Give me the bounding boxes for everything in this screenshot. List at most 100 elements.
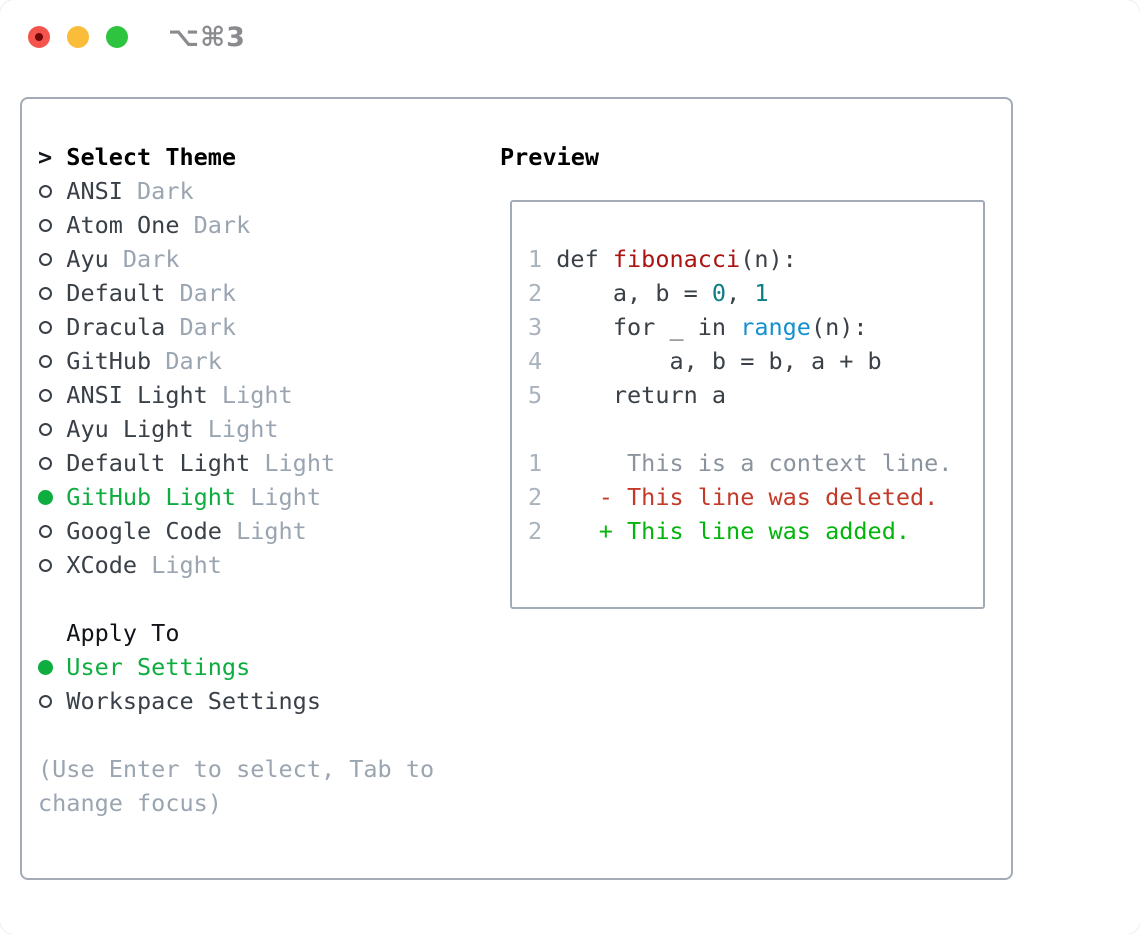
hint-text-line1: (Use Enter to select, Tab to bbox=[38, 755, 435, 783]
token-plain: return a bbox=[556, 381, 727, 409]
theme-name-label: Dracula bbox=[66, 313, 166, 341]
theme-option-ayu[interactable]: Ayu Dark bbox=[38, 242, 434, 276]
theme-option-xcode[interactable]: XCode Light bbox=[38, 548, 434, 582]
theme-variant-label: Light bbox=[137, 551, 222, 579]
radio-icon bbox=[39, 694, 52, 708]
code-line-7: 1 This is a context line. bbox=[528, 446, 952, 480]
line-number: 4 bbox=[528, 347, 543, 375]
theme-list-header: > Select Theme bbox=[38, 140, 434, 174]
apply-to-header: Apply To bbox=[38, 616, 434, 650]
apply-option-workspace-settings[interactable]: Workspace Settings bbox=[38, 684, 434, 718]
theme-variant-label: Dark bbox=[179, 211, 251, 239]
radio-icon bbox=[39, 558, 52, 572]
theme-option-default[interactable]: Default Dark bbox=[38, 276, 434, 310]
theme-variant-label: Dark bbox=[122, 177, 194, 205]
theme-option-ansi-light[interactable]: ANSI Light Light bbox=[38, 378, 434, 412]
theme-name-label: XCode bbox=[66, 551, 138, 579]
radio-icon bbox=[39, 252, 52, 266]
radio-icon bbox=[39, 218, 52, 232]
zoom-button[interactable] bbox=[106, 26, 128, 48]
code-line-9: 2 + This line was added. bbox=[528, 514, 952, 548]
token-number: 0 bbox=[711, 279, 727, 307]
token-deleted: - This line was deleted. bbox=[556, 483, 939, 511]
code-line-1: 1 def fibonacci(n): bbox=[528, 242, 952, 276]
code-line-8: 2 - This line was deleted. bbox=[528, 480, 952, 514]
radio-icon bbox=[39, 184, 52, 198]
radio-icon bbox=[39, 354, 52, 368]
theme-option-dracula[interactable]: Dracula Dark bbox=[38, 310, 434, 344]
code-line-5: 5 return a bbox=[528, 378, 952, 412]
token-plain: (n): bbox=[740, 245, 797, 273]
radio-icon bbox=[39, 422, 52, 436]
code-blank-line bbox=[528, 412, 952, 446]
radio-icon bbox=[39, 388, 52, 402]
radio-icon bbox=[39, 320, 52, 334]
apply-option-label: User Settings bbox=[66, 653, 251, 681]
token-plain: (n): bbox=[810, 313, 868, 341]
theme-option-ansi[interactable]: ANSI Dark bbox=[38, 174, 434, 208]
line-number: 1 bbox=[528, 449, 543, 477]
theme-name-label: Default bbox=[66, 279, 166, 307]
window-shortcut-label: ⌥⌘3 bbox=[168, 21, 246, 53]
line-number: 1 bbox=[528, 245, 543, 273]
token-plain: def bbox=[556, 245, 613, 273]
code-line-4: 4 a, b = b, a + b bbox=[528, 344, 952, 378]
theme-option-default-light[interactable]: Default Light Light bbox=[38, 446, 434, 480]
theme-name-label: ANSI bbox=[66, 177, 123, 205]
token-plain: a, b = bbox=[556, 279, 712, 307]
line-number bbox=[528, 412, 542, 446]
theme-name-label: GitHub Light bbox=[66, 483, 237, 511]
line-number: 5 bbox=[528, 381, 543, 409]
token-context: This is a context line. bbox=[556, 449, 953, 477]
apply-to-title: Apply To bbox=[66, 619, 180, 647]
token-plain: for _ in bbox=[556, 313, 741, 341]
theme-name-label: Default Light bbox=[66, 449, 251, 477]
radio-selected-icon bbox=[38, 489, 53, 505]
titlebar: ⌥⌘3 bbox=[28, 22, 246, 53]
radio-icon bbox=[39, 524, 52, 538]
theme-variant-label: Dark bbox=[165, 313, 237, 341]
radio-selected-icon bbox=[38, 659, 53, 675]
theme-variant-label: Dark bbox=[165, 279, 237, 307]
line-number: 3 bbox=[528, 313, 543, 341]
theme-option-google-code[interactable]: Google Code Light bbox=[38, 514, 434, 548]
line-number: 2 bbox=[528, 517, 543, 545]
apply-option-user-settings[interactable]: User Settings bbox=[38, 650, 434, 684]
theme-name-label: Ayu Light bbox=[66, 415, 194, 443]
token-builtin: range bbox=[740, 313, 811, 341]
theme-variant-label: Light bbox=[250, 449, 336, 477]
theme-name-label: GitHub bbox=[66, 347, 152, 375]
token-added: + This line was added. bbox=[556, 517, 910, 545]
theme-name-label: ANSI Light bbox=[66, 381, 208, 409]
radio-icon bbox=[39, 286, 52, 300]
preview-title: Preview bbox=[500, 143, 600, 171]
token-plain: a, b = b, a + b bbox=[556, 347, 882, 375]
theme-name-label: Google Code bbox=[66, 517, 222, 545]
token-function: fibonacci bbox=[612, 245, 741, 273]
minimize-button[interactable] bbox=[67, 26, 89, 48]
hint-text-line2: change focus) bbox=[38, 789, 222, 817]
theme-name-label: Ayu bbox=[66, 245, 109, 273]
theme-option-ayu-light[interactable]: Ayu Light Light bbox=[38, 412, 434, 446]
token-number: 1 bbox=[754, 279, 769, 307]
theme-option-github[interactable]: GitHub Dark bbox=[38, 344, 434, 378]
theme-option-github-light[interactable]: GitHub Light Light bbox=[38, 480, 434, 514]
close-button[interactable] bbox=[28, 26, 50, 48]
code-line-2: 2 a, b = 0, 1 bbox=[528, 276, 952, 310]
theme-list-title: Select Theme bbox=[66, 143, 237, 171]
line-number: 2 bbox=[528, 279, 543, 307]
theme-variant-label: Dark bbox=[108, 245, 180, 273]
theme-variant-label: Light bbox=[193, 415, 279, 443]
theme-variant-label: Dark bbox=[151, 347, 222, 375]
theme-variant-label: Light bbox=[207, 381, 293, 409]
theme-variant-label: Light bbox=[221, 517, 307, 545]
prompt-icon: > bbox=[38, 143, 53, 171]
apply-option-label: Workspace Settings bbox=[66, 687, 321, 715]
theme-option-atom-one[interactable]: Atom One Dark bbox=[38, 208, 434, 242]
token-plain: , bbox=[726, 279, 755, 307]
